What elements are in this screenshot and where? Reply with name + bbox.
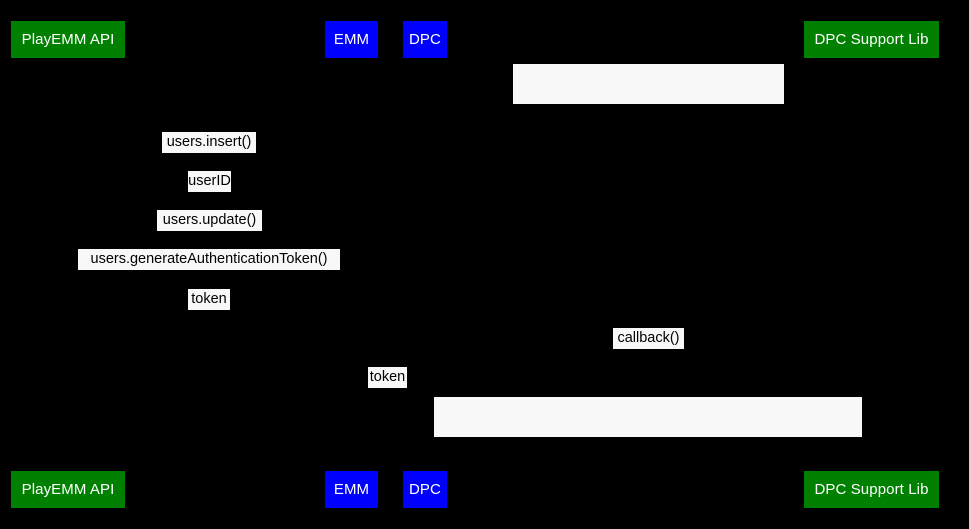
message-token-forward: token bbox=[368, 367, 407, 388]
message-line-1: users.generateAuthenticationToken() bbox=[90, 251, 328, 267]
participant-label: DPC bbox=[409, 31, 441, 48]
participant-label: PlayEMM API bbox=[21, 481, 115, 498]
message-add-android-for-work-account: androidForWorkAccountSupport .addAndroid… bbox=[434, 397, 862, 510]
message-users-update: users.update() bbox=[157, 210, 262, 231]
participant-top-playemm-api[interactable]: PlayEMM API bbox=[11, 21, 125, 58]
message-token-return: token bbox=[188, 289, 230, 310]
message-line-1: callback() bbox=[617, 330, 680, 346]
message-line-1: token bbox=[369, 369, 406, 385]
message-users-generate-authentication-token: users.generateAuthenticationToken() bbox=[78, 249, 340, 270]
participant-bottom-dpc-support-lib[interactable]: DPC Support Lib bbox=[804, 471, 939, 508]
message-line-2: .ensureWorkingEnvironment(callback) bbox=[526, 161, 771, 177]
participant-label: DPC bbox=[409, 481, 441, 498]
participant-label: DPC Support Lib bbox=[814, 31, 929, 48]
message-line-1: androidForWorkAccountSupport bbox=[544, 437, 752, 453]
participant-label: PlayEMM API bbox=[21, 31, 115, 48]
message-line-1: token bbox=[191, 291, 227, 307]
message-line-1: userID bbox=[188, 173, 231, 189]
participant-label: EMM bbox=[333, 31, 370, 48]
message-callback: callback() bbox=[613, 328, 684, 349]
message-line-1: androidForWorkAccountSupport bbox=[545, 104, 752, 120]
participant-top-dpc[interactable]: DPC bbox=[403, 21, 447, 58]
message-users-insert: users.insert() bbox=[162, 132, 256, 153]
message-user-id: userID bbox=[188, 171, 231, 192]
participant-top-dpc-support-lib[interactable]: DPC Support Lib bbox=[804, 21, 939, 58]
message-line-1: users.update() bbox=[162, 212, 257, 228]
participant-top-emm[interactable]: EMM bbox=[325, 21, 378, 58]
participant-bottom-emm[interactable]: EMM bbox=[325, 471, 378, 508]
message-line-1: users.insert() bbox=[166, 134, 252, 150]
participant-bottom-dpc[interactable]: DPC bbox=[403, 471, 447, 508]
participant-label: EMM bbox=[333, 481, 370, 498]
message-ensure-working-environment: androidForWorkAccountSupport .ensureWork… bbox=[513, 64, 784, 177]
participant-label: DPC Support Lib bbox=[814, 481, 929, 498]
participant-bottom-playemm-api[interactable]: PlayEMM API bbox=[11, 471, 125, 508]
message-line-2: .addAndroidForWorkAccount(token, account… bbox=[454, 494, 842, 510]
